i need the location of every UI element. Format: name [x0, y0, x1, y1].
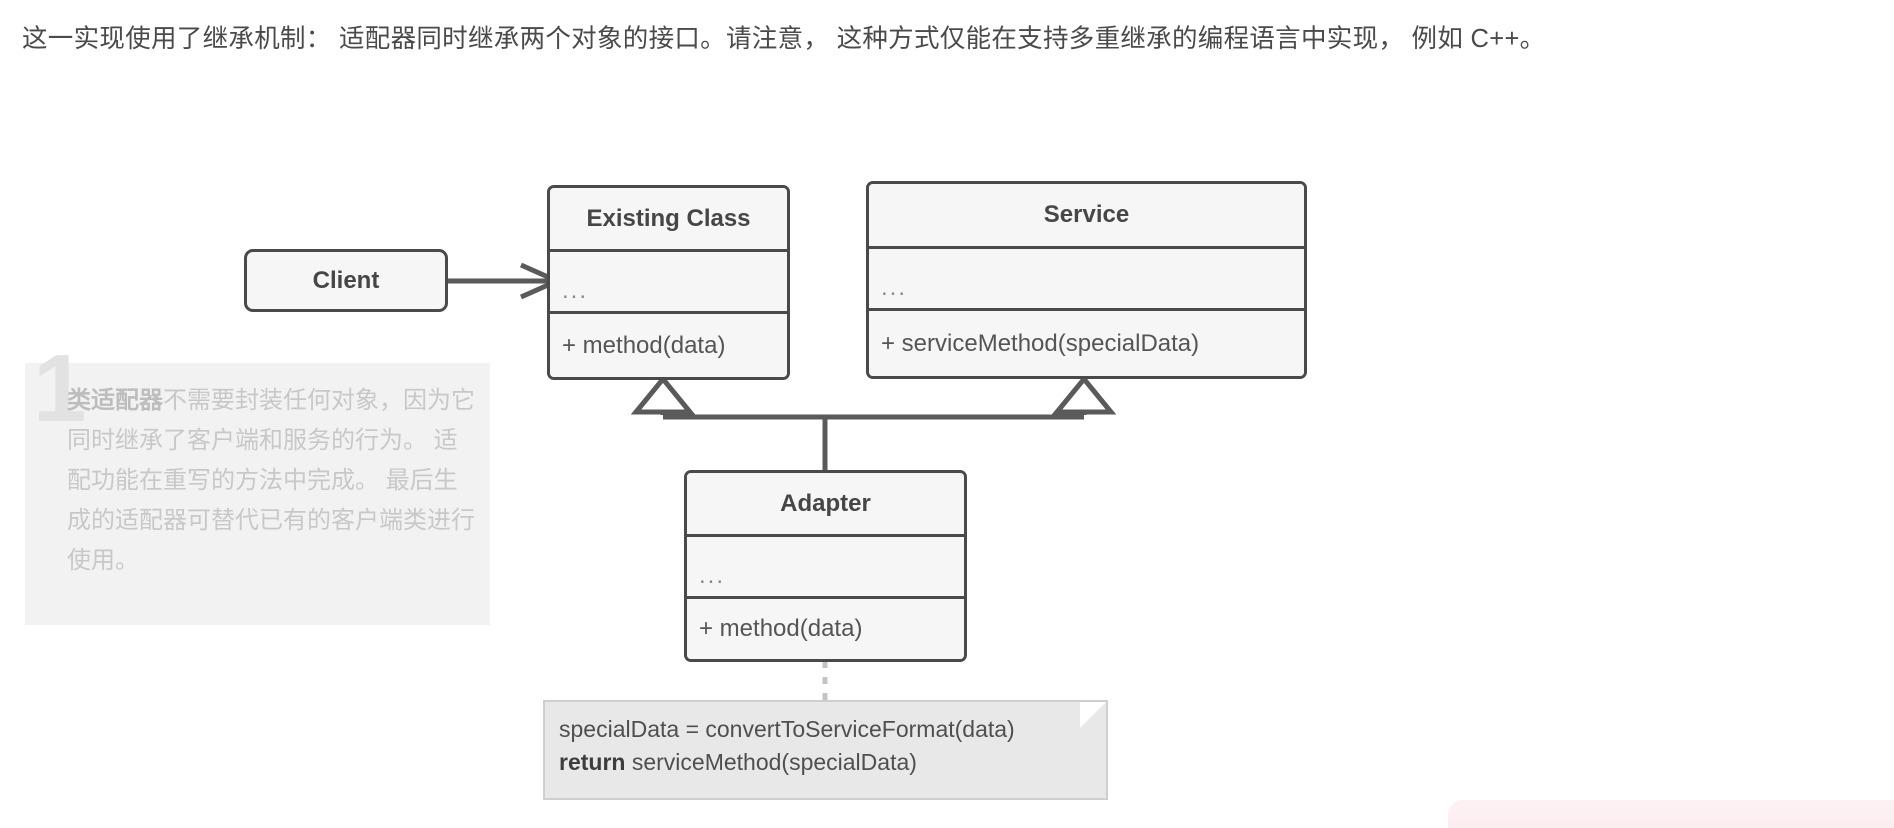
caption-panel: 1 类适配器不需要封装任何对象，因为它同时继承了客户端和服务的行为。 适配功能在…	[25, 341, 490, 625]
caption-body-text: 类适配器不需要封装任何对象，因为它同时继承了客户端和服务的行为。 适配功能在重写…	[67, 381, 477, 581]
caption-rest-text: 不需要封装任何对象，因为它同时继承了客户端和服务的行为。 适配功能在重写的方法中…	[67, 387, 475, 574]
uml-class-name-service: Service	[869, 184, 1304, 246]
uml-attributes-existing-class: ...	[550, 249, 787, 311]
uml-class-name-client: Client	[312, 266, 380, 294]
caption-emphasis: 类适配器	[67, 387, 163, 414]
caption-step-number: 1	[33, 335, 87, 442]
hollow-triangle-icon-existing	[630, 375, 696, 415]
uml-class-existing-class[interactable]: Existing Class ... + method(data)	[547, 185, 790, 380]
uml-class-name-adapter: Adapter	[687, 473, 964, 534]
note-code-text: specialData = convertToServiceFormat(dat…	[559, 713, 1015, 779]
note-folded-corner-icon	[1080, 702, 1106, 728]
note-code-line-2-rest: serviceMethod(specialData)	[625, 749, 917, 775]
uml-attributes-adapter: ...	[687, 534, 964, 596]
hollow-triangle-icon-service	[1051, 375, 1117, 415]
uml-class-adapter[interactable]: Adapter ... + method(data)	[684, 470, 967, 662]
uml-class-client[interactable]: Client	[244, 249, 448, 312]
uml-method-service: + serviceMethod(specialData)	[869, 308, 1304, 376]
note-code-line-1: specialData = convertToServiceFormat(dat…	[559, 716, 1015, 742]
uml-class-service[interactable]: Service ... + serviceMethod(specialData)	[866, 181, 1307, 379]
note-code-keyword-return: return	[559, 749, 626, 775]
page-description-text: 这一实现使用了继承机制： 适配器同时继承两个对象的接口。请注意， 这种方式仅能在…	[22, 25, 1546, 53]
uml-class-name-existing-class: Existing Class	[550, 188, 787, 249]
uml-method-adapter: + method(data)	[687, 596, 964, 659]
uml-note-adapter-implementation: specialData = convertToServiceFormat(dat…	[543, 700, 1108, 800]
uml-method-existing-class: + method(data)	[550, 311, 787, 377]
bottom-right-pink-panel	[1448, 800, 1894, 828]
uml-attributes-service: ...	[869, 246, 1304, 308]
